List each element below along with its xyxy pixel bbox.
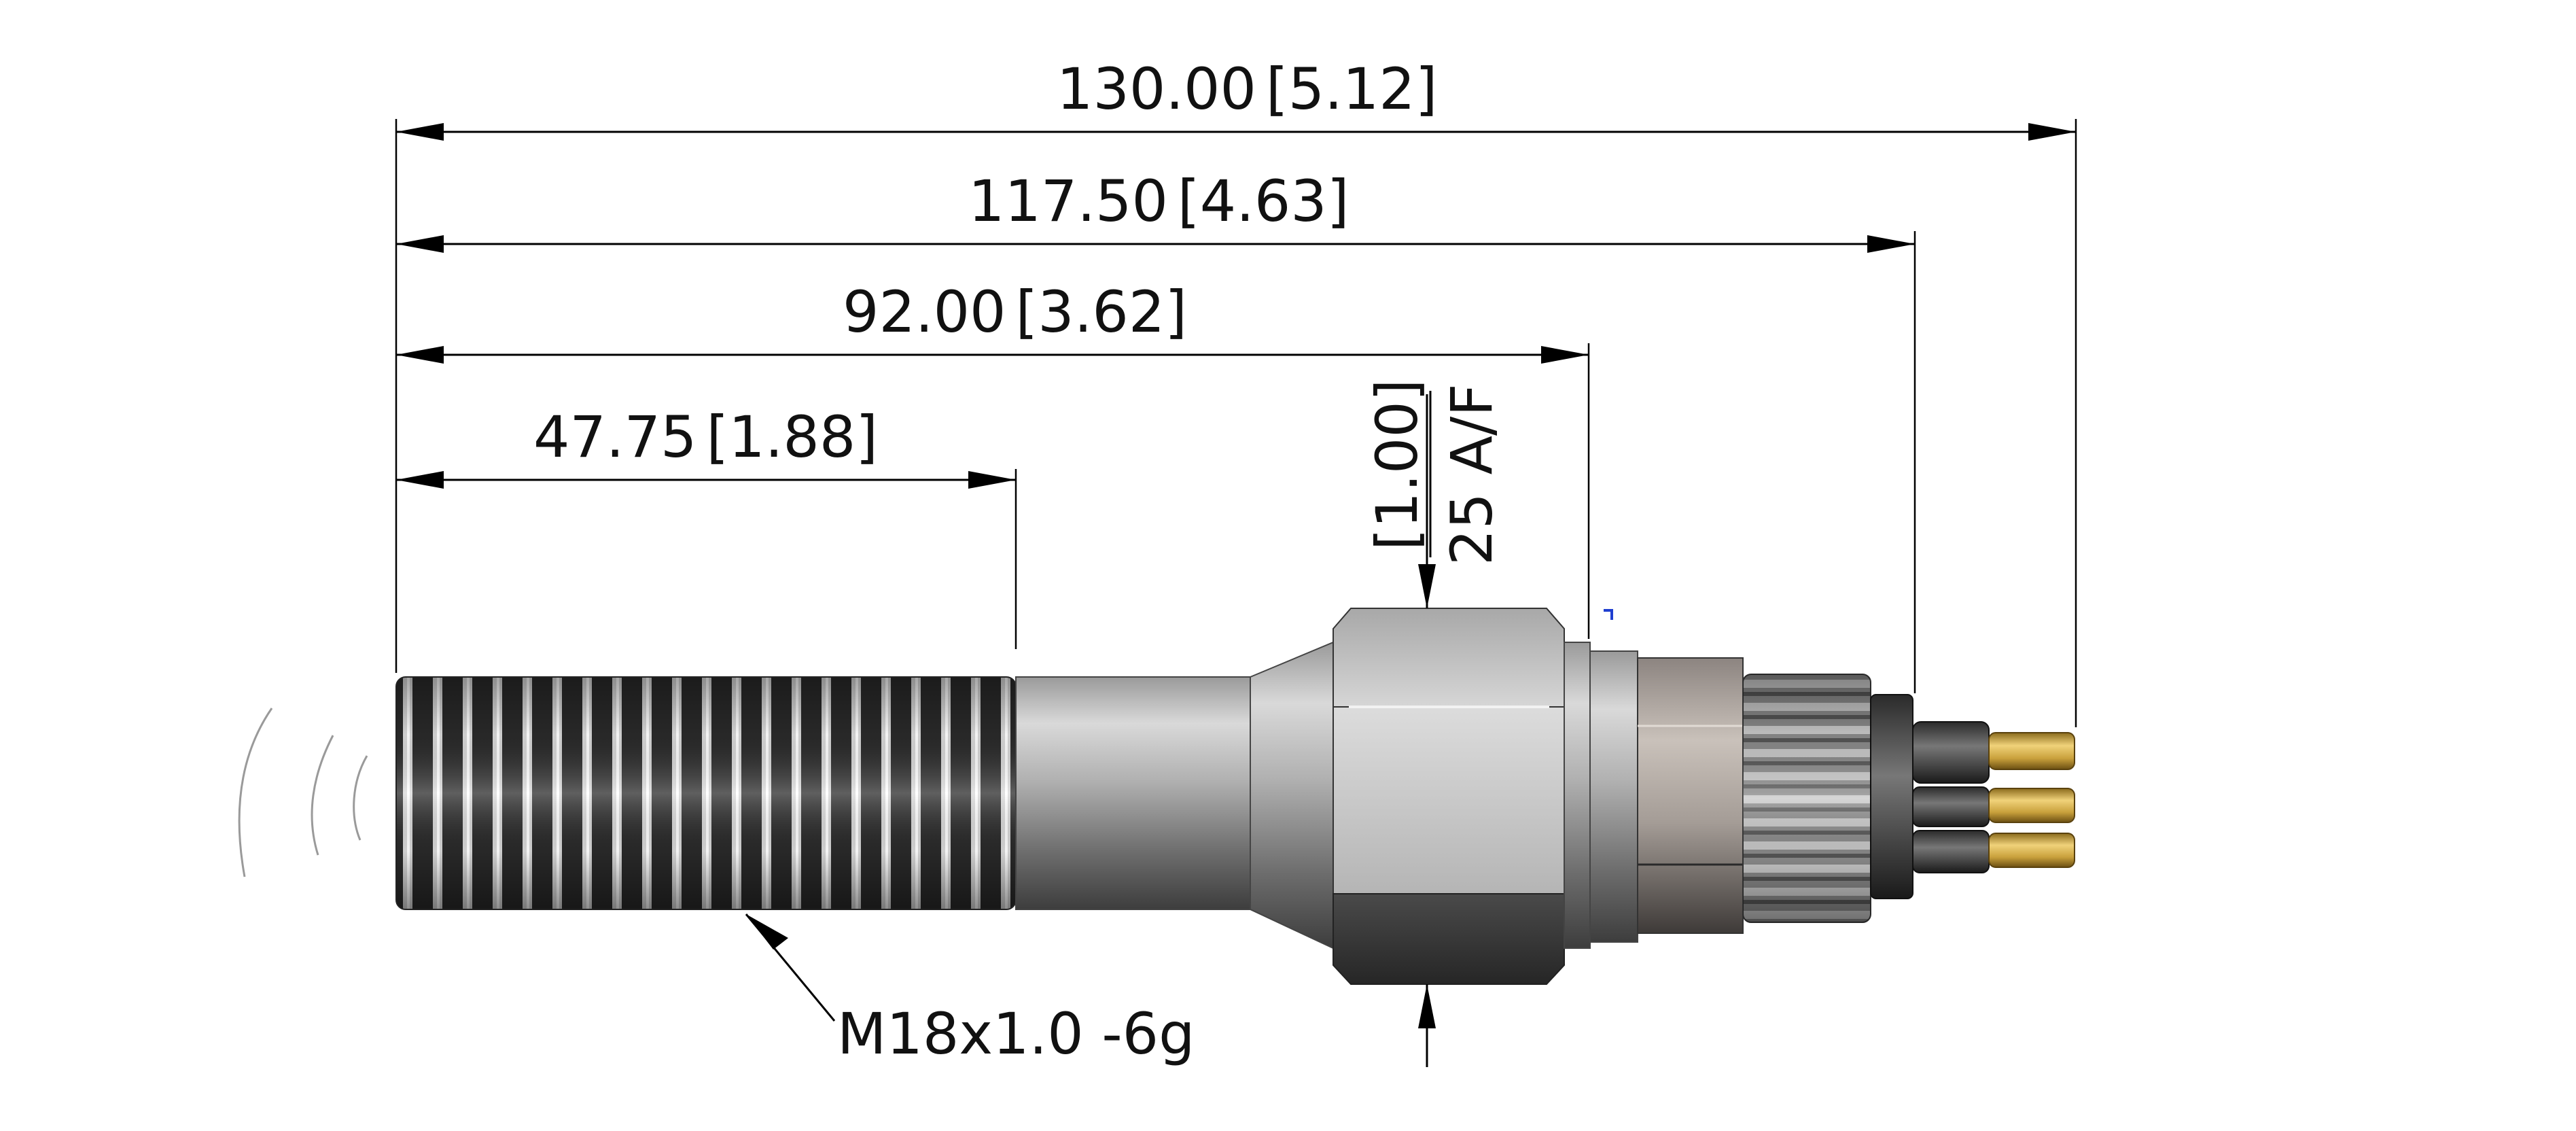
connector-insert (1870, 694, 1913, 899)
connector-thread (1742, 674, 1871, 923)
svg-text:92.00[3.62]: 92.00[3.62] (843, 279, 1187, 345)
dim-overall-metric: 130.00 (1057, 56, 1256, 122)
sensor-body (238, 608, 2075, 985)
dim-overall-length: 130.00[5.12] (396, 56, 2076, 141)
washer (1564, 642, 1591, 949)
connector-pins (1912, 721, 2075, 873)
dim-hex-across-flats: [1.00] 25 A/F (1364, 379, 1505, 1067)
extension-lines (395, 119, 2077, 727)
dim-hex-metric: 25 A/F (1439, 383, 1505, 566)
dim-connector-length: 117.50[4.63] (396, 168, 1915, 253)
svg-text:130.00[5.12]: 130.00[5.12] (1057, 56, 1438, 122)
svg-text:47.75[1.88]: 47.75[1.88] (533, 404, 878, 470)
svg-text:117.50[4.63]: 117.50[4.63] (968, 168, 1349, 234)
dim-hex-end-imperial: 3.62 (1038, 279, 1165, 345)
svg-text:[1.00]: [1.00] (1364, 379, 1430, 551)
dim-connector-metric: 117.50 (968, 168, 1168, 234)
dim-overall-imperial: 5.12 (1288, 56, 1415, 122)
thread-spec-label: M18x1.0 -6g (837, 1000, 1195, 1067)
hex-nut (1333, 608, 1565, 985)
collar (1637, 657, 1744, 934)
taper (1250, 641, 1334, 950)
break-lines (238, 708, 368, 877)
threaded-section (395, 676, 1017, 910)
smooth-shank (1015, 676, 1251, 910)
dim-thread-imperial: 1.88 (728, 404, 855, 470)
dim-hex-end-length: 92.00[3.62] (396, 279, 1589, 364)
dim-thread-length: 47.75[1.88] (396, 404, 1016, 489)
dim-hex-end-metric: 92.00 (843, 279, 1006, 345)
dim-connector-imperial: 4.63 (1200, 168, 1327, 234)
dim-hex-imperial: 1.00 (1364, 401, 1430, 528)
thread-callout: M18x1.0 -6g (745, 914, 1195, 1067)
note-mark (1604, 609, 1613, 620)
washer-lip (1589, 650, 1638, 943)
dim-thread-metric: 47.75 (533, 404, 696, 470)
